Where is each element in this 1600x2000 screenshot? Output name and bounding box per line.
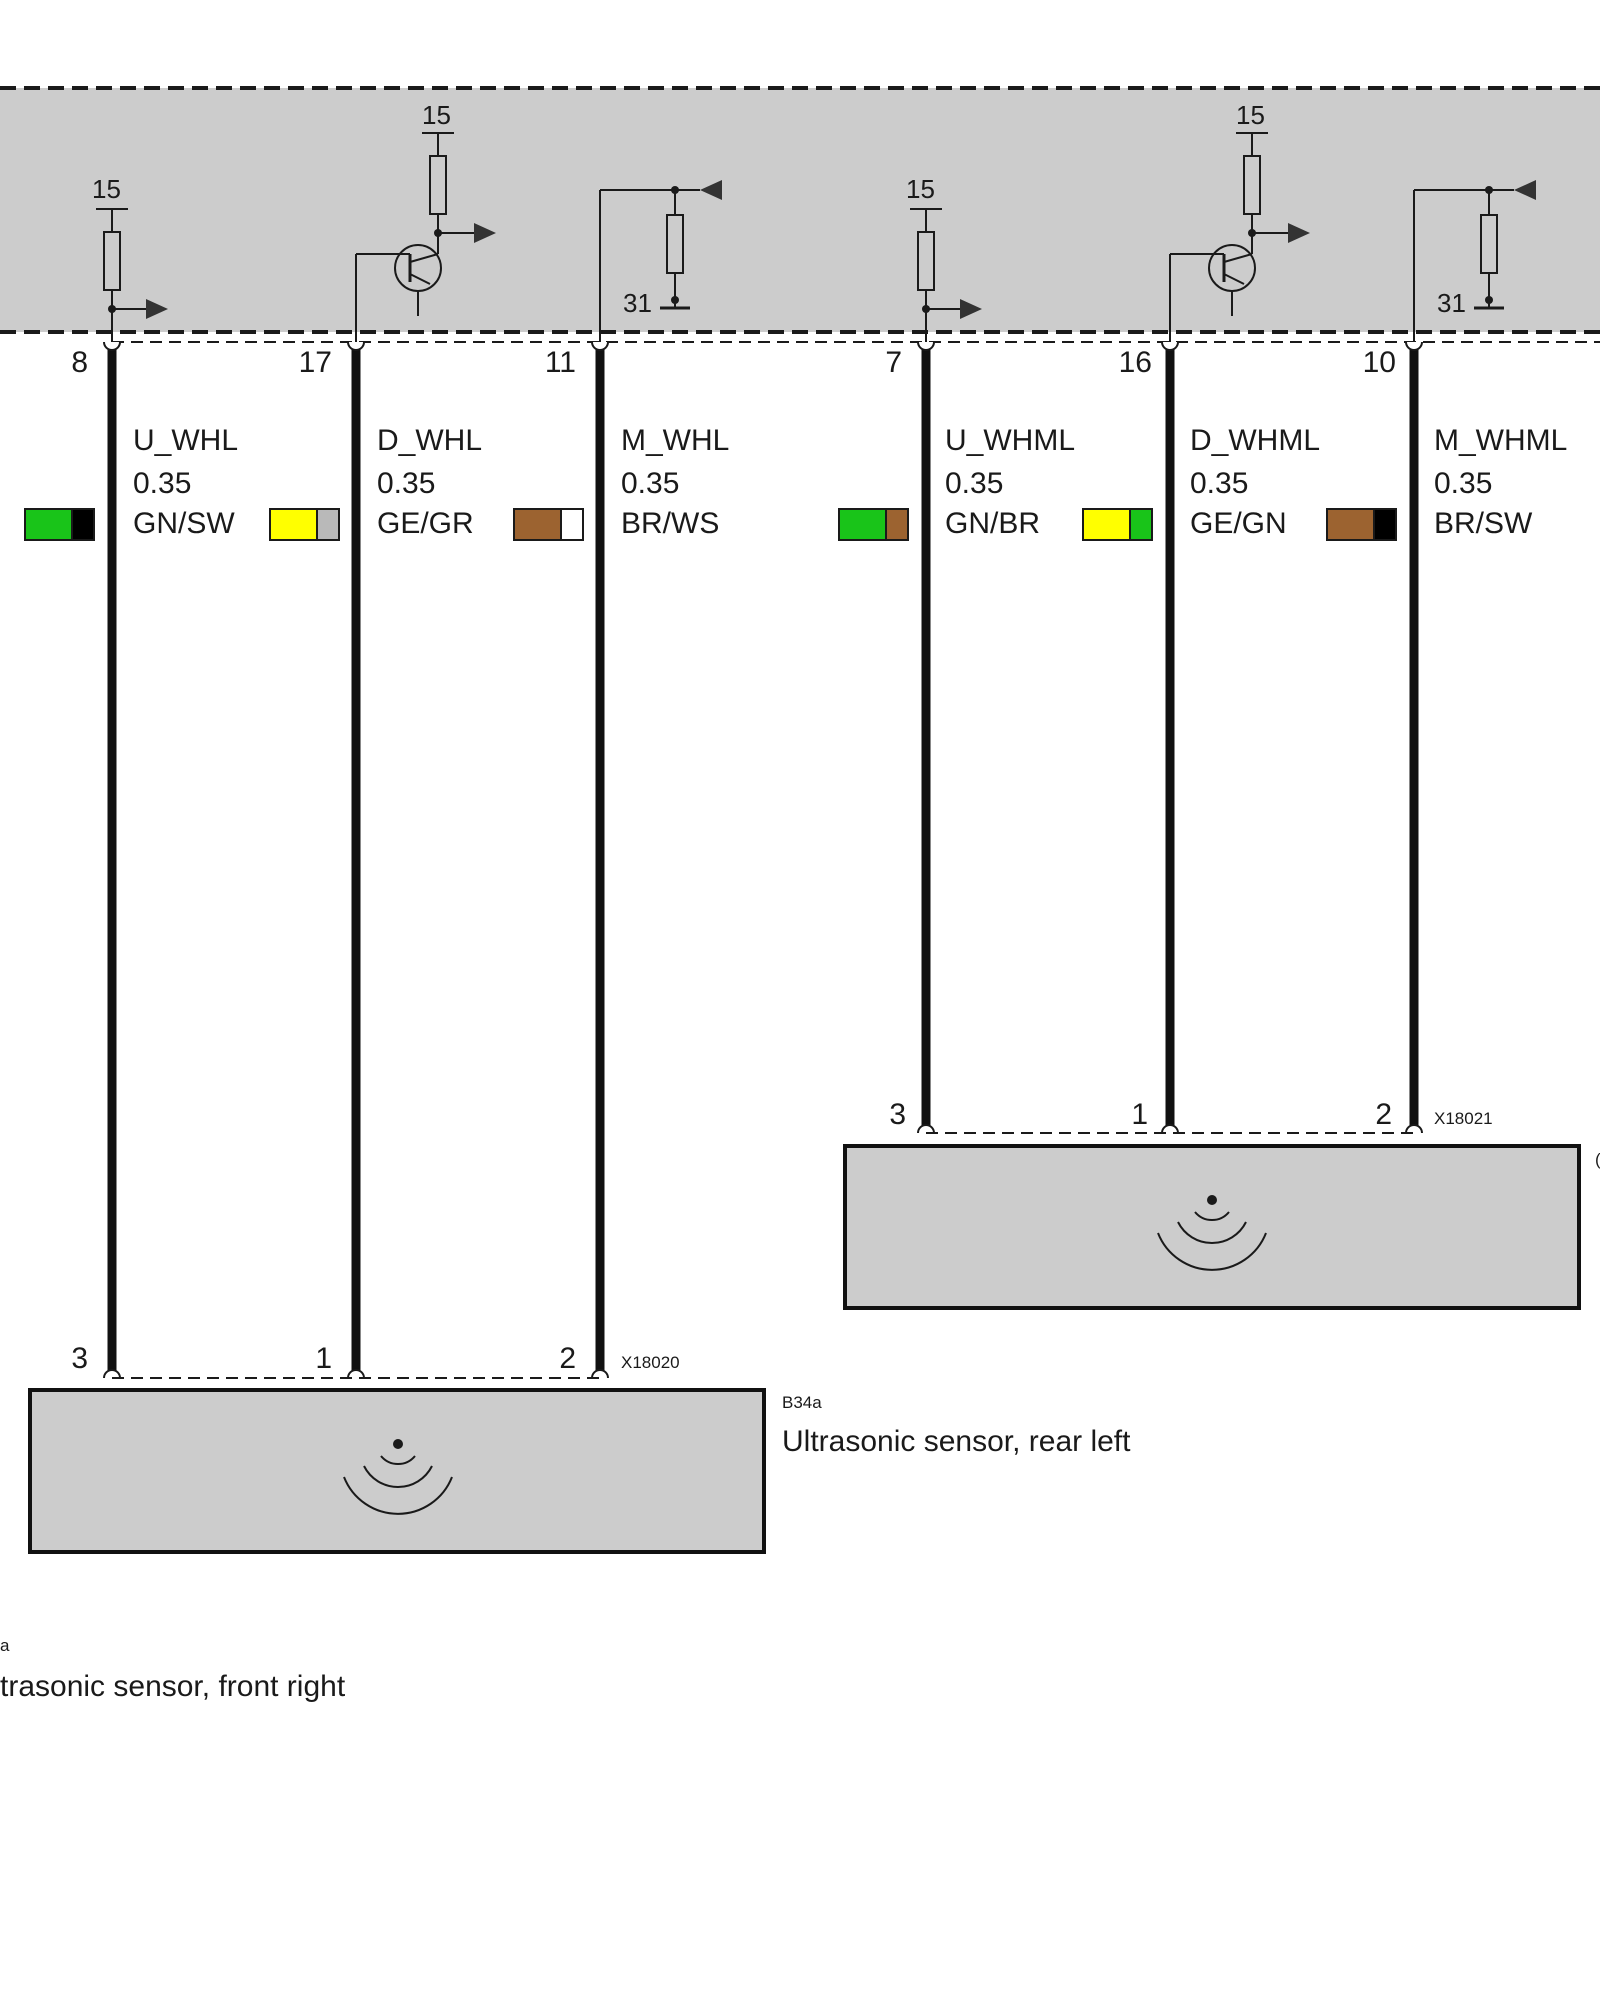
- pin-number: 7: [885, 346, 902, 379]
- wire-color-code: GE/GR: [377, 507, 474, 540]
- control-unit-box: [0, 88, 1600, 332]
- supply-label-15: 15: [906, 174, 935, 204]
- wire-size: 0.35: [377, 467, 435, 500]
- color-swatch-secondary: [885, 508, 909, 541]
- sensor-box: [843, 1144, 1581, 1310]
- ground-label-31: 31: [623, 288, 652, 318]
- pin-number: 8: [71, 346, 88, 379]
- connector-id: X18020: [621, 1353, 680, 1372]
- end-pin-number: 3: [889, 1098, 906, 1131]
- pin-number: 16: [1119, 346, 1152, 379]
- end-pin-number: 1: [1131, 1098, 1148, 1131]
- wire-d-whml: 16 D_WHML 0.35 GE/GN 1: [1082, 341, 1320, 1134]
- pullup-input-circuit-pin7: 15: [906, 174, 982, 342]
- color-swatch-primary: [24, 508, 73, 541]
- wire-u-whml: 7 U_WHML 0.35 GN/BR 3: [838, 341, 1075, 1134]
- signal-name: D_WHML: [1190, 424, 1320, 457]
- wire-size: 0.35: [621, 467, 679, 500]
- wire-u-whl: 8 U_WHL 0.35 GN/SW 3: [24, 341, 238, 1379]
- transistor-circuit-pin17: 15: [355, 100, 496, 342]
- wire-m-whl: 11 M_WHL 0.35 BR/WS 2: [513, 341, 729, 1379]
- wire-size: 0.35: [133, 467, 191, 500]
- color-swatch-primary: [838, 508, 887, 541]
- ultrasonic-icon: [1157, 1195, 1267, 1271]
- sensor-front-right: X18020: [28, 1353, 766, 1554]
- end-pin-number: 2: [559, 1342, 576, 1375]
- signal-name: M_WHML: [1434, 424, 1567, 457]
- wire-color-code: GE/GN: [1190, 507, 1287, 540]
- wire-d-whl: 17 D_WHL 0.35 GE/GR 1: [269, 341, 482, 1379]
- color-swatch-secondary: [1373, 508, 1397, 541]
- color-swatch-primary: [513, 508, 562, 541]
- color-swatch-secondary: [1129, 508, 1153, 541]
- clipped-edge-char: (: [1595, 1150, 1600, 1169]
- pin-number: 17: [299, 346, 332, 379]
- pin-number: 11: [545, 346, 576, 379]
- color-swatch-primary: [1082, 508, 1131, 541]
- wire-color-code: BR/SW: [1434, 507, 1533, 540]
- color-swatch-primary: [269, 508, 318, 541]
- signal-name: U_WHL: [133, 424, 238, 457]
- color-swatch-secondary: [560, 508, 584, 541]
- wire-color-code: BR/WS: [621, 507, 719, 540]
- supply-label-15: 15: [92, 174, 121, 204]
- ground-circuit-pin11: 31: [599, 180, 722, 342]
- wire-color-code: GN/BR: [945, 507, 1040, 540]
- color-swatch-secondary: [316, 508, 340, 541]
- color-swatch-primary: [1326, 508, 1375, 541]
- signal-name: D_WHL: [377, 424, 482, 457]
- wire-color-code: GN/SW: [133, 507, 235, 540]
- component-name: Ultrasonic sensor, rear left: [782, 1425, 1131, 1458]
- signal-name: M_WHL: [621, 424, 729, 457]
- sensor-rear-left: X18021 (: [843, 1109, 1600, 1310]
- end-pin-number: 3: [71, 1342, 88, 1375]
- wire-size: 0.35: [1434, 467, 1492, 500]
- wire-size: 0.35: [945, 467, 1003, 500]
- sensor-box: [28, 1388, 766, 1554]
- ultrasonic-icon: [343, 1439, 453, 1515]
- component-name: trasonic sensor, front right: [0, 1670, 346, 1703]
- color-swatch-secondary: [71, 508, 95, 541]
- pullup-input-circuit-pin8: 15: [92, 174, 168, 342]
- end-pin-number: 1: [315, 1342, 332, 1375]
- wire-size: 0.35: [1190, 467, 1248, 500]
- ground-label-31: 31: [1437, 288, 1466, 318]
- component-code: a: [0, 1636, 10, 1655]
- signal-name: U_WHML: [945, 424, 1075, 457]
- ground-circuit-pin10: 31: [1413, 180, 1536, 342]
- wire-m-whml: 10 M_WHML 0.35 BR/SW 2: [1326, 341, 1567, 1134]
- component-code: B34a: [782, 1393, 822, 1412]
- end-pin-number: 2: [1375, 1098, 1392, 1131]
- connector-id: X18021: [1434, 1109, 1493, 1128]
- supply-label-15: 15: [1236, 100, 1265, 130]
- supply-label-15: 15: [422, 100, 451, 130]
- pin-number: 10: [1363, 346, 1396, 379]
- transistor-circuit-pin16: 15: [1169, 100, 1310, 342]
